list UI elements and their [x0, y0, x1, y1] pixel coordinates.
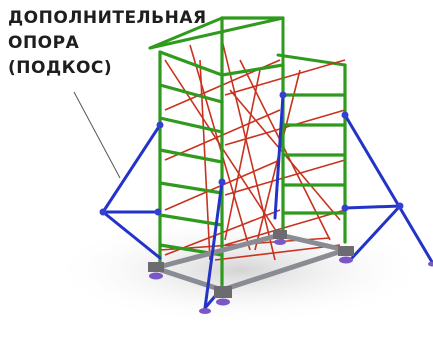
caption-line-3: (ПОДКОС) [8, 58, 113, 78]
leader-line [73, 91, 121, 179]
caption-line-1: ДОПОЛНИТЕЛЬНАЯ [8, 8, 207, 28]
caption-line-2: ОПОРА [8, 33, 80, 53]
base-frame [152, 232, 348, 293]
outriggers [101, 93, 433, 310]
casters [148, 230, 433, 314]
joints [99, 91, 404, 216]
floor-shadow [50, 215, 430, 325]
front-frame [158, 16, 347, 287]
